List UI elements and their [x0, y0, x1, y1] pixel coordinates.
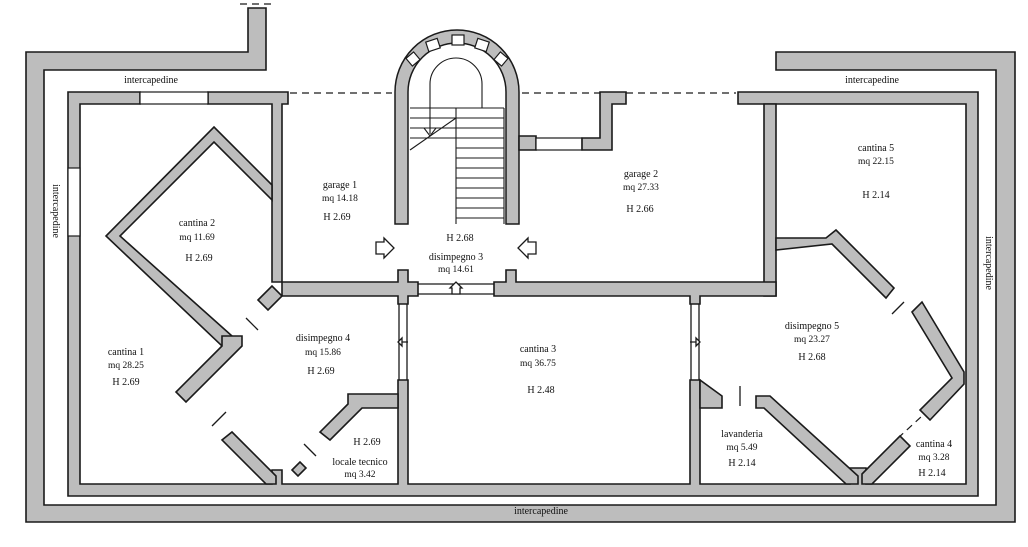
left-window [67, 167, 81, 237]
lavanderia-diagonal-wall [755, 395, 859, 485]
room-name: cantina 1 [108, 347, 144, 358]
garage2-right-wall [581, 91, 627, 151]
cantina4-door-opening [897, 415, 923, 439]
room-height: H 2.66 [626, 204, 653, 215]
arrow-left-icon [517, 236, 537, 260]
outer-perimeter-wall [25, 3, 1016, 523]
garage2-east-wall [763, 103, 777, 297]
perimeter-label-top-left: intercapedine [124, 75, 178, 86]
room-cantina-5: cantina 5 mq 22.15 H 2.14 [858, 143, 894, 201]
stair-treads [409, 57, 505, 224]
cantina1-door [211, 411, 227, 427]
room-name: disimpegno 4 [296, 333, 350, 344]
room-disimpegno-4: disimpegno 4 mq 15.86 H 2.69 [296, 333, 350, 377]
room-height: H 2.69 [323, 212, 350, 223]
room-garage-2: garage 2 mq 27.33 H 2.66 [623, 169, 659, 215]
room-garage-1: garage 1 mq 14.18 H 2.69 [322, 180, 358, 223]
arrow-right-small-icon [690, 336, 701, 348]
cantina1-corner [174, 335, 243, 404]
locale-tecnico-upper [318, 393, 399, 442]
room-disimpegno-5: disimpegno 5 mq 23.27 H 2.68 [785, 321, 839, 363]
cantina2-door [245, 317, 259, 331]
room-name: locale tecnico [332, 457, 387, 468]
room-area: mq 3.42 [344, 470, 375, 480]
room-name: disimpegno 5 [785, 321, 839, 332]
inner-wall-main [67, 91, 979, 497]
room-cantina-3: cantina 3 mq 36.75 H 2.48 [520, 344, 556, 396]
outer-wall-left [25, 7, 1016, 523]
room-name: garage 1 [323, 180, 357, 191]
room-name: lavanderia [721, 429, 763, 440]
cantina2-walls [104, 125, 273, 347]
room-area: mq 3.28 [918, 453, 949, 463]
perimeter-label-top-right: intercapedine [845, 75, 899, 86]
room-area: mq 15.86 [305, 348, 341, 358]
room-height: H 2.68 [798, 352, 825, 363]
room-name: disimpegno 3 [429, 252, 483, 263]
garage2-left-wall [518, 135, 537, 151]
locale-tecnico-stub [290, 460, 308, 478]
arrow-up-icon [448, 281, 464, 295]
arrow-left-small-icon [397, 336, 408, 348]
room-height: H 2.14 [862, 190, 889, 201]
cantina5-diagonal-wall [775, 228, 896, 300]
room-area: mq 14.18 [322, 194, 358, 204]
arrow-right-icon [375, 236, 395, 260]
lavanderia-left-wall [699, 378, 723, 409]
room-height: H 2.14 [728, 458, 755, 469]
inner-wall-top-left [207, 91, 289, 283]
locale-tecnico-door [303, 443, 317, 457]
perimeter-label-left: intercapedine [50, 184, 61, 238]
room-height: H 2.68 [446, 233, 473, 244]
garage2-window [535, 137, 583, 151]
room-name: cantina 3 [520, 344, 556, 355]
disimpegno5-door-right [891, 301, 905, 315]
room-name: garage 2 [624, 169, 658, 180]
room-area: mq 22.15 [858, 157, 894, 167]
room-area: mq 5.49 [726, 443, 757, 453]
room-height: H 2.69 [353, 437, 380, 448]
perimeter-label-right: intercapedine [983, 236, 994, 290]
room-area: mq 23.27 [794, 335, 830, 345]
room-lavanderia: lavanderia mq 5.49 H 2.14 [721, 429, 763, 469]
room-height: H 2.69 [185, 253, 212, 264]
room-height: H 2.69 [307, 366, 334, 377]
room-name: cantina 5 [858, 143, 894, 154]
room-height: H 2.69 [112, 377, 139, 388]
room-cantina-2: cantina 2 mq 11.69 H 2.69 [179, 218, 215, 264]
locale-tecnico-walls [220, 430, 277, 485]
top-left-window [139, 91, 209, 105]
corridor-top-wall-right [493, 269, 777, 305]
room-height: H 2.14 [918, 468, 945, 479]
room-area: mq 14.61 [438, 265, 474, 275]
room-area: mq 36.75 [520, 359, 556, 369]
corridor-top-wall-left [281, 269, 419, 305]
disimpegno5-right-walls [910, 300, 965, 422]
room-cantina-1: cantina 1 mq 28.25 H 2.69 [108, 347, 144, 388]
perimeter-label-bottom: intercapedine [514, 506, 568, 517]
room-height: H 2.48 [527, 385, 554, 396]
tower-blocks [405, 34, 509, 67]
room-locale-tecnico: H 2.69 locale tecnico mq 3.42 [332, 437, 387, 480]
cantina4-wall [861, 434, 912, 485]
room-cantina-4: cantina 4 mq 3.28 H 2.14 [916, 439, 952, 479]
room-name: cantina 4 [916, 439, 952, 450]
cantina2-lower-left [256, 284, 284, 312]
room-area: mq 11.69 [179, 233, 215, 243]
room-disimpegno-3: H 2.68 disimpegno 3 mq 14.61 [429, 233, 483, 275]
room-name: cantina 2 [179, 218, 215, 229]
room-area: mq 27.33 [623, 183, 659, 193]
stairwell [394, 29, 520, 225]
room-area: mq 28.25 [108, 361, 144, 371]
